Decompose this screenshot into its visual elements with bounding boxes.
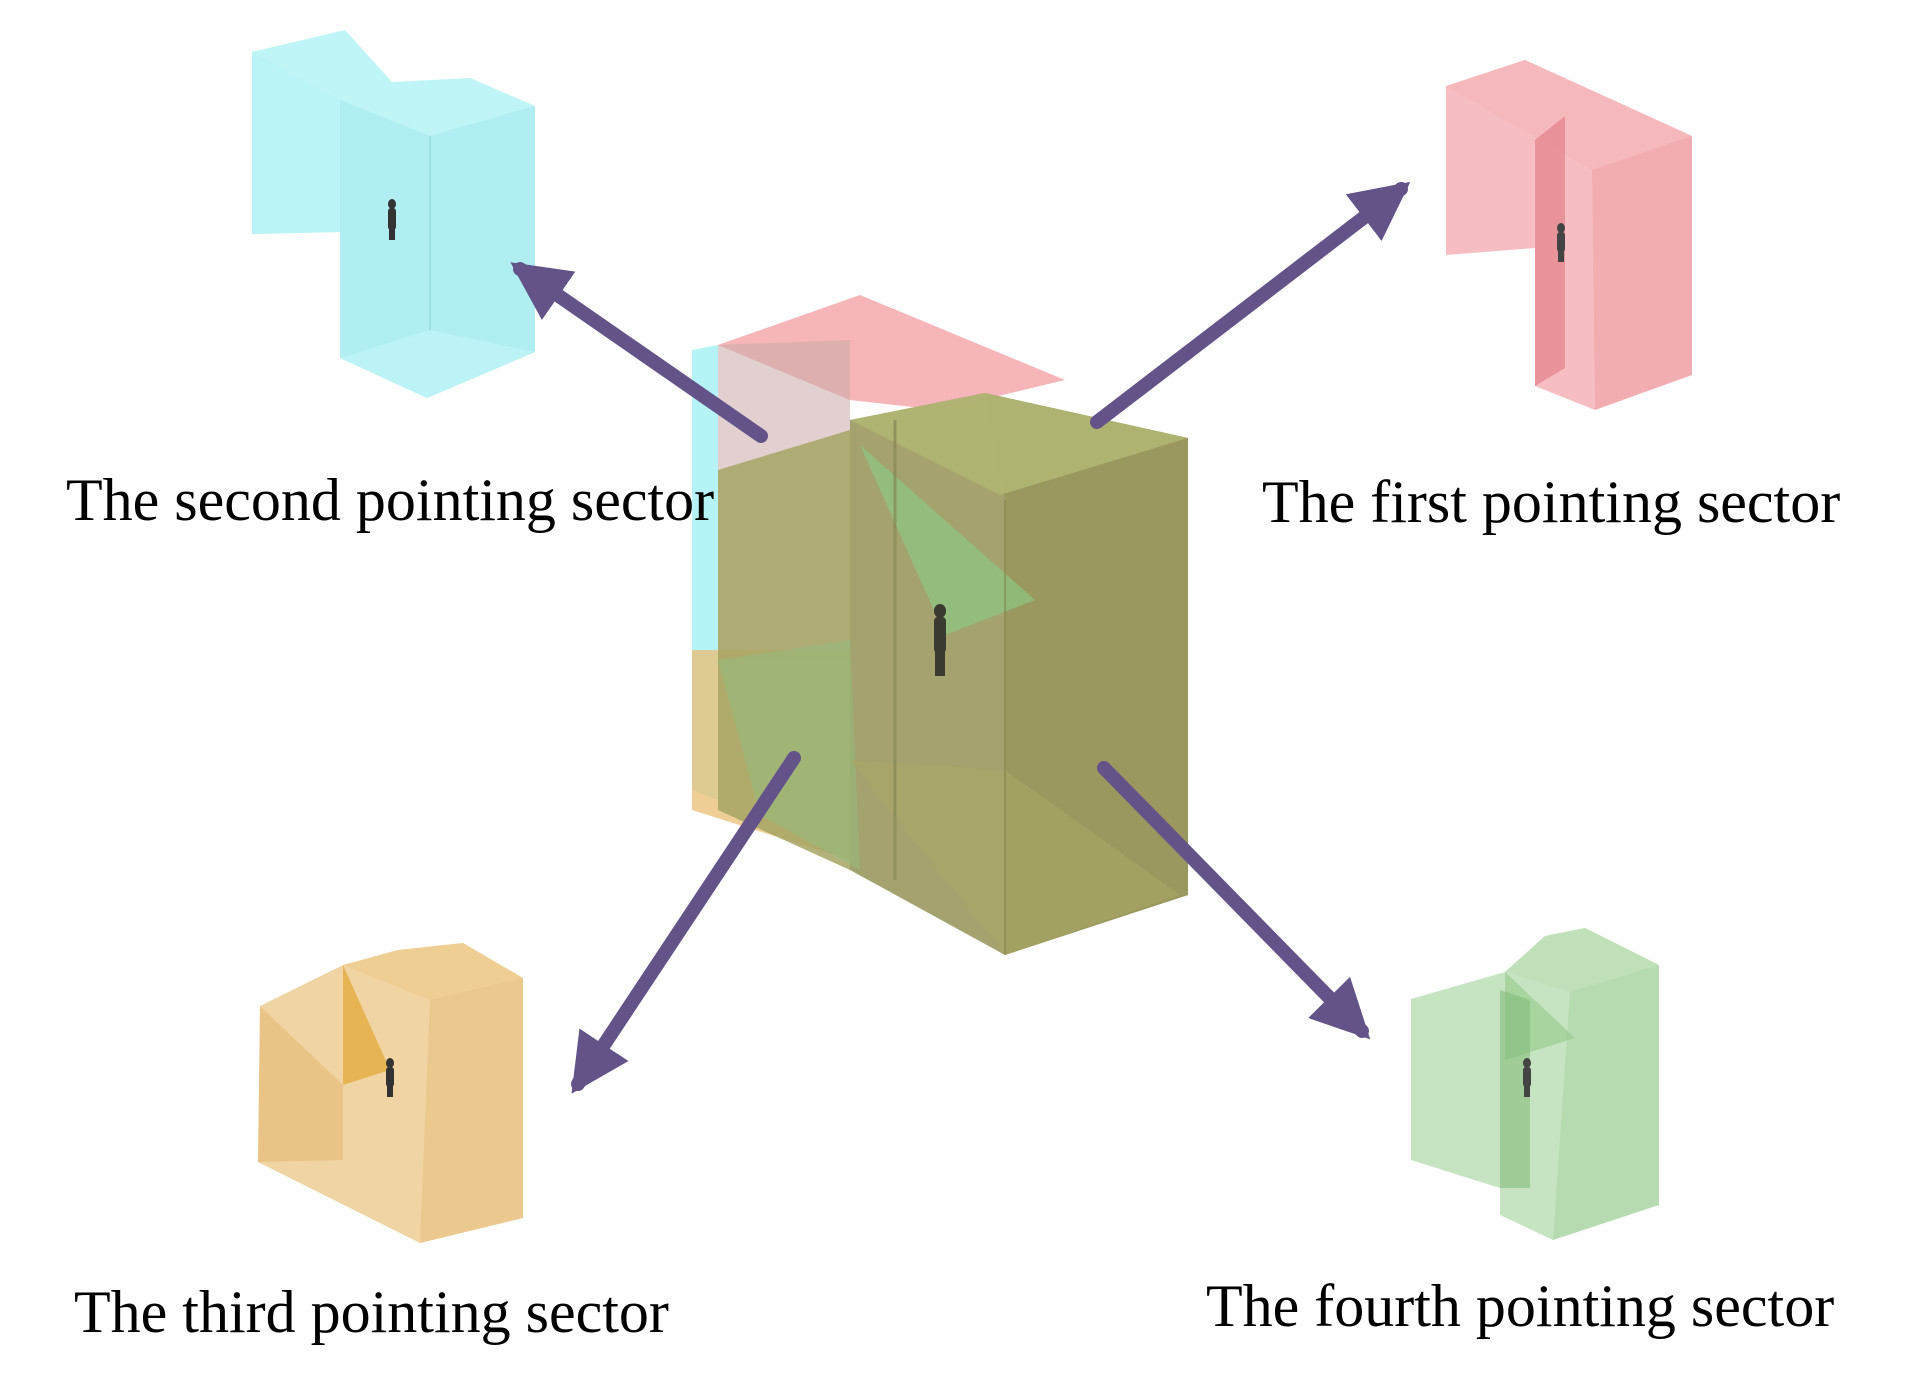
fourth-sector-volume bbox=[1411, 928, 1659, 1240]
second-sector-volume bbox=[252, 30, 535, 398]
second-sector-label: The second pointing sector bbox=[66, 467, 715, 533]
third-sector-volume bbox=[258, 943, 523, 1243]
combined-sector-volume bbox=[692, 295, 1188, 955]
arrow-to-second-sector bbox=[510, 262, 768, 443]
first-sector-label: The first pointing sector bbox=[1262, 469, 1841, 535]
arrow-to-fourth-sector bbox=[1097, 761, 1371, 1040]
human-figure-icon bbox=[386, 1058, 394, 1097]
fourth-sector-label: The fourth pointing sector bbox=[1206, 1273, 1835, 1339]
arrow-to-third-sector bbox=[571, 751, 801, 1094]
human-figure-icon bbox=[934, 604, 946, 676]
arrow-to-first-sector bbox=[1090, 181, 1411, 429]
human-figure-icon bbox=[1557, 223, 1565, 262]
human-figure-icon bbox=[1523, 1058, 1531, 1097]
first-sector-volume bbox=[1446, 60, 1692, 410]
third-sector-label: The third pointing sector bbox=[74, 1279, 669, 1345]
human-figure-icon bbox=[388, 199, 396, 240]
